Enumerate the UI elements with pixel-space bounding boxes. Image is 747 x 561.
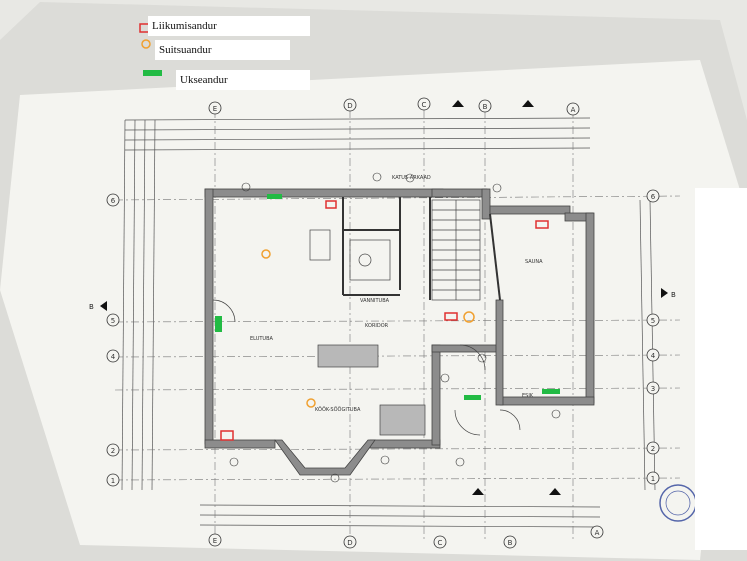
- door-swings: [212, 299, 521, 436]
- axis-label: D: [347, 539, 352, 547]
- axis-bubble-labels: E D C B A E D C B A 6 5 4 2 1 6 5 4 3 2 …: [111, 101, 656, 547]
- axis-label: 1: [651, 475, 655, 483]
- room-label-kitchen: KÖÖK-SÖÖGITUBA: [315, 406, 361, 413]
- exterior-walls: [204, 188, 595, 449]
- smoke-sensors: [261, 249, 475, 408]
- legend-smoke-label: Suitsuandur: [155, 40, 290, 60]
- axis-label: A: [595, 529, 600, 537]
- axis-label: E: [213, 537, 217, 545]
- axis-label: C: [422, 101, 427, 109]
- axis-label: A: [571, 106, 576, 114]
- smoke-sensor-marker: [463, 311, 475, 323]
- section-label-left: B: [89, 303, 94, 311]
- motion-sensor-marker: [325, 200, 337, 209]
- room-label-living: ELUTUBA: [250, 336, 273, 342]
- motion-sensor-marker: [444, 312, 458, 321]
- section-label-right: B: [671, 291, 676, 299]
- axis-label: 3: [651, 385, 655, 393]
- room-label-terrace: KATUS-ARKAAD: [392, 175, 431, 181]
- staircase: [431, 199, 481, 301]
- axis-label: B: [483, 103, 488, 111]
- white-margin-panel: [695, 188, 747, 550]
- axis-label: 5: [111, 317, 115, 325]
- door-sensor-marker: [267, 194, 282, 199]
- door-sensors: [215, 194, 560, 400]
- fixtures: [309, 229, 426, 436]
- room-label-entrance: ESIK: [522, 393, 534, 399]
- axis-label: 5: [651, 317, 655, 325]
- door-sensor-marker: [215, 316, 222, 332]
- smoke-sensor-marker: [261, 249, 271, 259]
- room-label-wc: VANNITUBA: [360, 298, 390, 304]
- legend-motion-label: Liikumisandur: [148, 16, 310, 36]
- motion-sensor-marker: [535, 220, 549, 229]
- motion-sensor-marker: [220, 430, 234, 441]
- room-labels: ELUTUBA KÖÖK-SÖÖGITUBA SAUNA KORIDOR VAN…: [250, 175, 543, 413]
- axis-label: 2: [651, 445, 655, 453]
- dimension-lines: [121, 117, 656, 528]
- interior-walls: [318, 197, 501, 349]
- motion-sensors: [220, 200, 549, 441]
- door-sensor-marker: [542, 389, 560, 394]
- axis-bubbles: [106, 97, 660, 549]
- axis-label: E: [213, 105, 217, 113]
- section-markers: [100, 100, 668, 495]
- axis-label: B: [508, 539, 513, 547]
- smoke-sensor-marker: [306, 398, 316, 408]
- legend-door-icon: [143, 70, 162, 76]
- legend-smoke-icon: [141, 39, 151, 49]
- paper-sheet-back: [0, 0, 747, 120]
- legend-door-label: Ukseandur: [176, 70, 310, 90]
- axis-label: 1: [111, 477, 115, 485]
- axis-label: D: [347, 102, 352, 110]
- axis-label: 2: [111, 447, 115, 455]
- callout-circles: [229, 172, 561, 483]
- axis-label: 6: [651, 193, 656, 201]
- room-label-corridor: KORIDOR: [365, 323, 389, 329]
- paper-sheet: [0, 60, 740, 560]
- axis-label: 4: [111, 353, 116, 361]
- axis-label: 6: [111, 197, 116, 205]
- bay-window: [274, 439, 376, 476]
- axis-label: 4: [651, 352, 656, 360]
- door-sensor-marker: [464, 395, 481, 400]
- room-label-sauna: SAUNA: [525, 259, 543, 265]
- axis-label: C: [438, 539, 443, 547]
